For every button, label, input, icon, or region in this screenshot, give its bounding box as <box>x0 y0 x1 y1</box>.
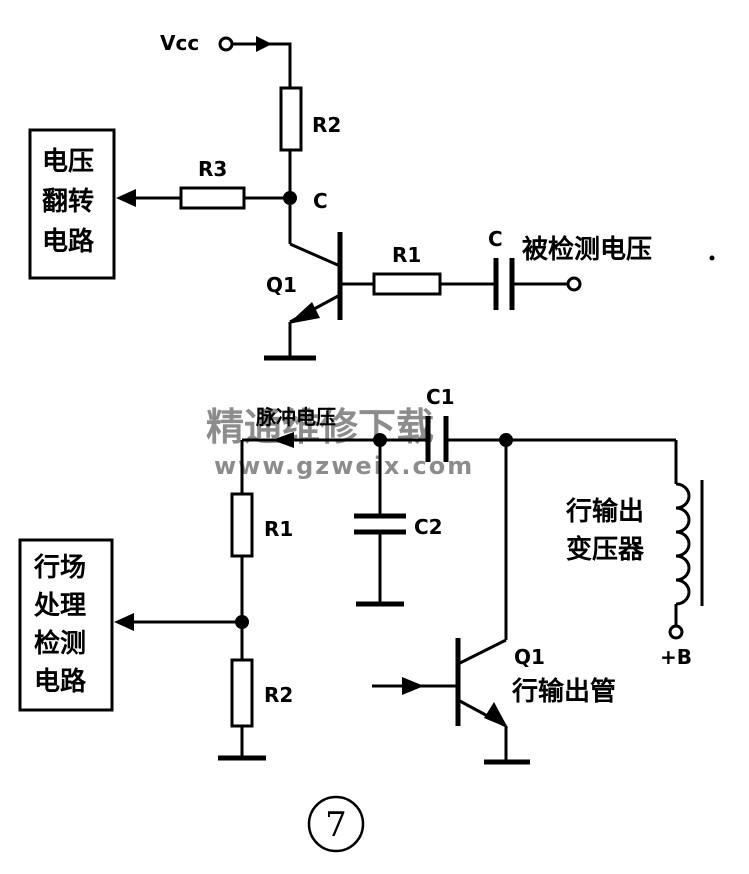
top-r3-label: R3 <box>198 157 227 181</box>
watermark-cn: 精通维修下载 <box>206 405 434 449</box>
bottom-r2-resistor <box>230 658 254 728</box>
transformer-coil <box>675 482 691 606</box>
scan-detect-line-3: 检测 <box>34 628 86 659</box>
q1-desc-label: 行输出管 <box>511 676 616 707</box>
top-r2-resistor <box>279 86 303 152</box>
plus-b-terminal <box>668 624 684 640</box>
voltage-flip-block <box>28 128 116 280</box>
top-node-c-label: C <box>313 189 328 213</box>
top-emitter-arrow <box>288 302 320 324</box>
bottom-r1-label: R1 <box>264 517 293 541</box>
vcc-label: Vcc <box>160 31 199 55</box>
top-input-label: 被检测电压 <box>522 234 652 265</box>
voltage-flip-line-1: 电压 <box>42 147 94 177</box>
c2-label: C2 <box>414 515 443 539</box>
bottom-emitter-arrow <box>484 702 508 728</box>
scan-detect-line-4: 电路 <box>34 666 87 697</box>
figure-number: 7 <box>325 805 347 845</box>
figure-number-circle <box>307 795 365 853</box>
scan-detect-block <box>18 538 114 712</box>
stray-dot <box>709 255 715 261</box>
vcc-wire <box>232 42 292 88</box>
voltage-flip-line-3: 电路 <box>42 226 95 257</box>
bottom-circuit: 脉冲电压 C1 C2 R1 R2 行场 处理 检测 电路 <box>18 385 704 765</box>
top-block-arrow <box>116 189 136 207</box>
top-circuit: Vcc R2 C R3 电压 翻转 电路 Q1 R1 <box>28 31 715 361</box>
bottom-r1-resistor <box>230 492 254 558</box>
block-feed-arrow <box>114 613 134 631</box>
top-r1-label: R1 <box>392 243 421 267</box>
top-r2-label: R2 <box>312 113 341 137</box>
pulse-arrow <box>272 432 294 448</box>
transformer-line-2: 变压器 <box>566 534 645 565</box>
top-input-terminal <box>566 276 582 292</box>
top-r1-resistor <box>372 272 442 296</box>
vcc-arrow <box>256 36 272 52</box>
scan-detect-line-1: 行场 <box>33 552 86 583</box>
watermark-url: www.gzweix.com <box>214 452 474 480</box>
top-r3-resistor <box>179 186 246 210</box>
top-q1-label: Q1 <box>266 273 297 297</box>
c1-label: C1 <box>426 385 455 409</box>
top-cap-label: C <box>488 227 503 251</box>
bottom-q1-label: Q1 <box>514 645 545 669</box>
bottom-r2-label: R2 <box>264 683 293 707</box>
voltage-flip-line-2: 翻转 <box>42 187 94 217</box>
base-input-arrow <box>402 677 424 695</box>
bottom-collector <box>457 638 507 666</box>
pulse-voltage-label: 脉冲电压 <box>255 405 336 429</box>
scan-detect-line-2: 处理 <box>33 591 86 621</box>
vcc-terminal <box>218 36 234 52</box>
plus-b-label: +B <box>660 645 692 669</box>
transformer-line-1: 行输出 <box>565 496 644 527</box>
top-collector <box>289 242 341 268</box>
